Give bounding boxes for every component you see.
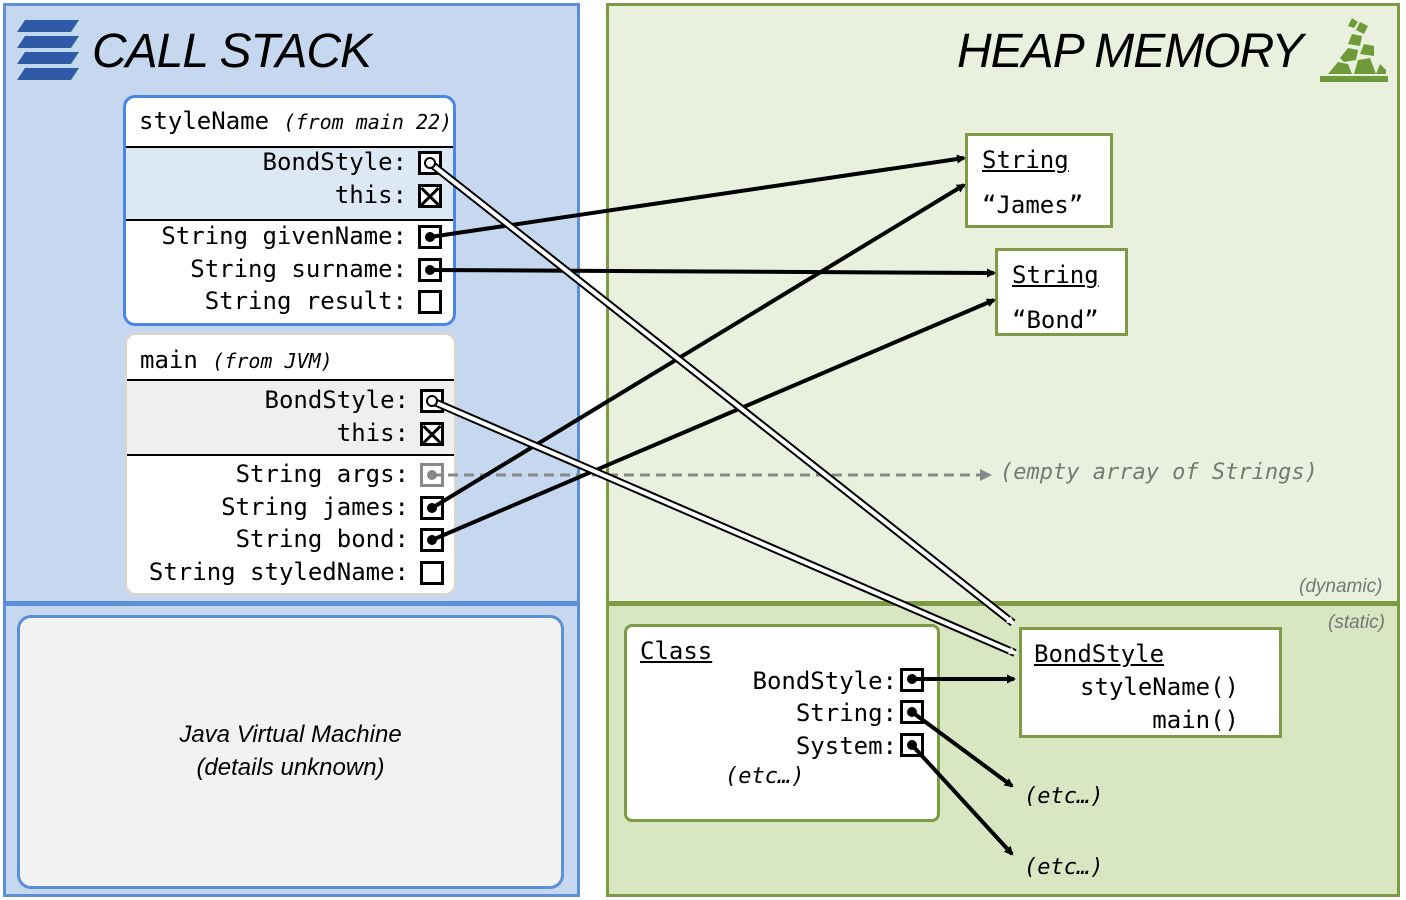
method-name: styleName(): [1080, 673, 1239, 701]
var-label: String surname:: [190, 255, 407, 283]
jvm-box: [17, 615, 564, 889]
empty-array-label: (empty array of Strings): [1000, 460, 1318, 485]
ref-dot: [907, 740, 917, 750]
ref-dot: [427, 503, 437, 513]
var-label: String givenName:: [161, 222, 407, 250]
ref-dot: [425, 232, 435, 242]
object-value: “Bond”: [1012, 306, 1099, 334]
call-stack-title: CALL STACK: [92, 25, 372, 78]
class-table-title: Class: [640, 637, 713, 665]
bond-arrow: [431, 298, 996, 542]
james-arrow: [430, 183, 966, 510]
class-row-label: String:: [795, 699, 897, 727]
main-frame: main (from JVM): [124, 332, 457, 596]
class-system-arrow: [910, 743, 1014, 856]
frame-separator: [127, 379, 454, 381]
ref-dot: [427, 470, 437, 480]
class-table-etc: (etc…): [725, 764, 805, 789]
ref-dot: [426, 395, 438, 407]
method-name: main(): [1152, 706, 1239, 734]
string-object-james: String “James”: [965, 133, 1113, 228]
var-label: this:: [336, 419, 409, 447]
frame-name: main: [140, 346, 198, 374]
ref-dot: [427, 535, 437, 545]
ref-slot: [418, 151, 442, 175]
var-label: String styledName:: [148, 558, 409, 586]
jvm-line: (details unknown): [196, 754, 385, 781]
static-label: (static): [1328, 612, 1385, 633]
ref-dot: [424, 157, 436, 169]
heap-memory-title: HEAP MEMORY: [957, 25, 1303, 78]
main-frame-header: main (from JVM): [127, 346, 454, 374]
var-label: String result:: [204, 287, 407, 315]
class-table: Class: [624, 624, 940, 822]
class-row-label: System:: [795, 732, 897, 760]
string-object-bond: String “Bond”: [995, 248, 1128, 336]
frame-separator: [126, 146, 453, 148]
frame-origin: (from main 22): [283, 110, 453, 134]
class-string-arrow: [910, 710, 1014, 788]
var-label: String bond:: [235, 525, 409, 553]
object-type: BondStyle: [1034, 640, 1165, 668]
dynamic-label: (dynamic): [1299, 576, 1383, 597]
null-slot: [418, 184, 442, 208]
etc-target: (etc…): [1024, 784, 1104, 809]
var-label: BondStyle:: [264, 386, 410, 414]
var-label: String james:: [221, 493, 409, 521]
frame-separator: [127, 454, 454, 456]
var-label: String args:: [235, 460, 409, 488]
jvm-line: Java Virtual Machine: [179, 721, 402, 748]
object-value: “James”: [982, 191, 1084, 219]
ref-dot: [907, 707, 917, 717]
stylename-frame-header: styleName (from main 22): [126, 107, 453, 135]
givenname-arrow: [429, 154, 966, 239]
var-label: BondStyle:: [262, 148, 408, 176]
frame-params-shade: [127, 381, 454, 455]
frame-separator: [126, 219, 453, 221]
main-bondstyle-arrow: [431, 399, 1017, 655]
etc-target: (etc…): [1024, 855, 1104, 880]
ref-dot: [907, 674, 917, 684]
class-row-label: BondStyle:: [752, 667, 898, 695]
empty-slot: [418, 290, 442, 314]
stack-layers-icon: [17, 20, 79, 80]
null-slot: [420, 422, 444, 446]
bondstyle-class-object: BondStyle styleName() main(): [1019, 627, 1282, 738]
ref-dot: [425, 265, 435, 275]
frame-origin: (from JVM): [212, 349, 333, 373]
surname-arrow: [429, 268, 996, 278]
rock-pile-icon: [1320, 18, 1388, 82]
stylename-bondstyle-arrow: [428, 161, 1015, 625]
frame-params-shade: [126, 148, 453, 220]
frame-name: styleName: [139, 107, 270, 135]
object-type: String: [982, 146, 1069, 174]
var-label: this:: [334, 181, 407, 209]
stylename-frame: styleName (from main 22): [123, 95, 456, 326]
empty-slot: [420, 561, 444, 585]
object-type: String: [1012, 261, 1099, 289]
jvm-label: Java Virtual Machine (details unknown): [17, 718, 564, 784]
